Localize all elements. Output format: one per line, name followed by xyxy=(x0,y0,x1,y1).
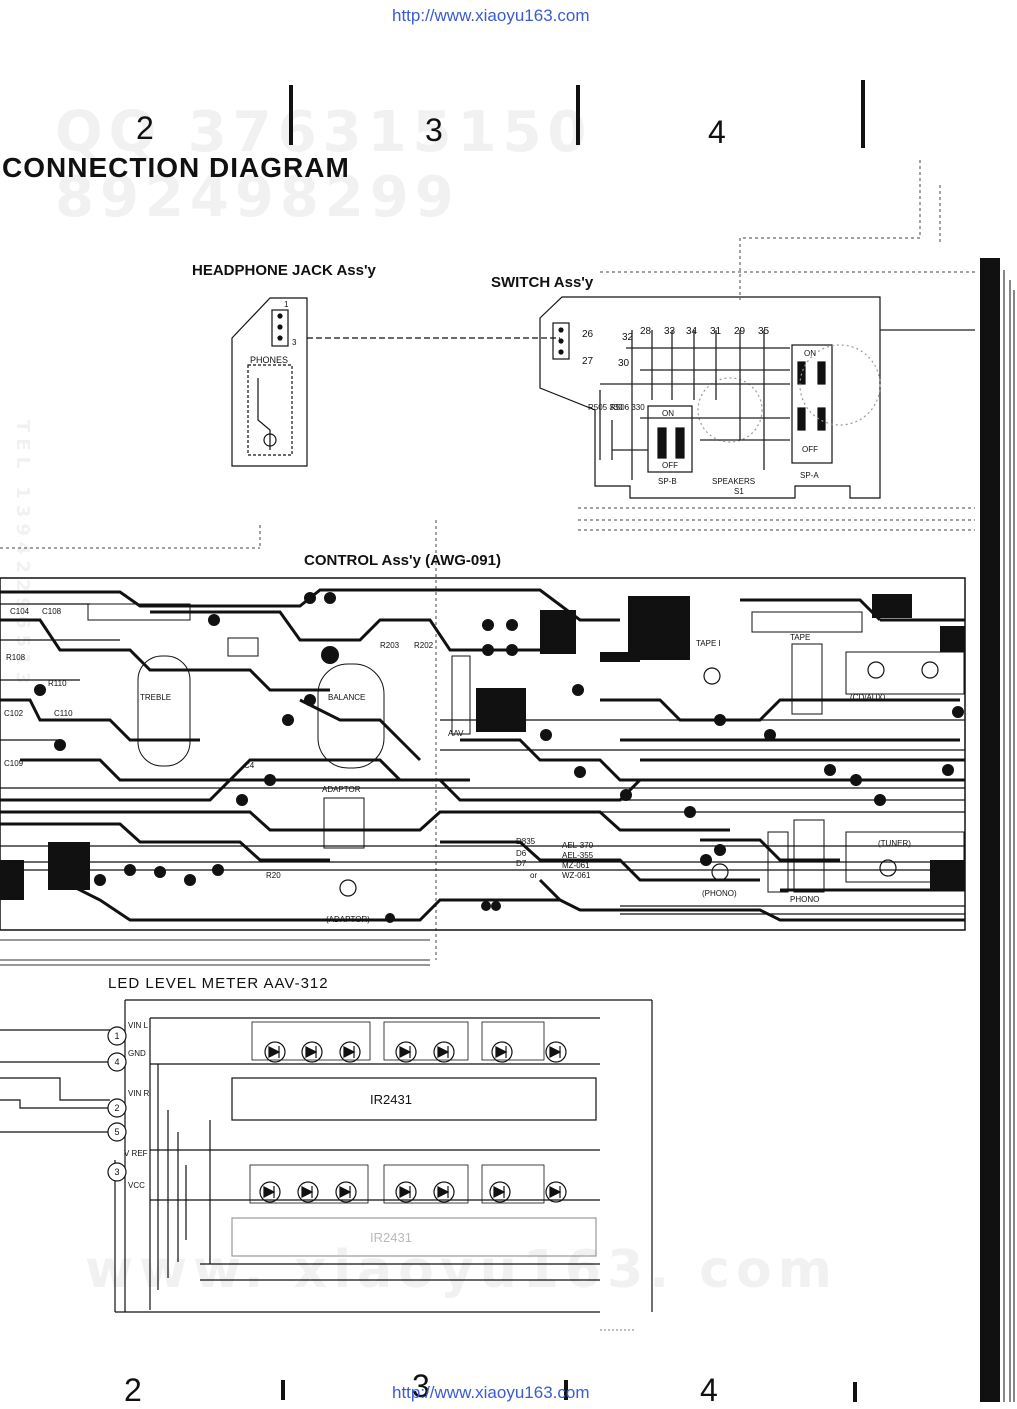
frame-dashed-lines xyxy=(0,160,975,960)
column-number-4-bottom: 4 xyxy=(700,1372,718,1408)
pin-5-name: V REF xyxy=(124,1149,148,1158)
source-url-bottom[interactable]: http://www.xiaoyu163.com xyxy=(392,1383,590,1402)
control-board xyxy=(0,577,966,931)
control-assy-title: CONTROL Ass'y (AWG-091) xyxy=(304,552,501,569)
svg-text:ON: ON xyxy=(662,409,674,418)
svg-text:D6: D6 xyxy=(516,849,527,858)
svg-text:R505 330: R505 330 xyxy=(588,403,623,412)
svg-text:R110: R110 xyxy=(48,679,67,688)
svg-text:TAPE I: TAPE I xyxy=(696,639,721,648)
headphone-pin-3: 3 xyxy=(292,338,297,347)
svg-text:(ADAPTOR): (ADAPTOR) xyxy=(326,915,370,924)
svg-text:33: 33 xyxy=(664,326,676,337)
column-number-4-top: 4 xyxy=(708,114,726,150)
led-row-top xyxy=(251,1021,567,1063)
svg-text:OFF: OFF xyxy=(662,461,678,470)
column-number-3-bottom: 3 xyxy=(412,1368,430,1404)
pin-3-number: 3 xyxy=(114,1167,119,1177)
svg-text:SP-B: SP-B xyxy=(658,477,677,486)
svg-text:R108: R108 xyxy=(6,653,26,662)
svg-text:R203: R203 xyxy=(380,641,400,650)
svg-text:MZ-061: MZ-061 xyxy=(562,861,590,870)
switch-board xyxy=(539,296,881,499)
pin-4-name: GND xyxy=(128,1049,146,1058)
svg-text:ON: ON xyxy=(804,349,816,358)
svg-text:D835: D835 xyxy=(516,837,536,846)
control-labels: TREBLE BALANCE ADAPTOR (ADAPTOR) TAPE TA… xyxy=(4,607,911,924)
svg-text:C109: C109 xyxy=(4,759,24,768)
svg-text:R506 330: R506 330 xyxy=(610,403,645,412)
svg-text:27: 27 xyxy=(582,356,594,367)
svg-text:or: or xyxy=(530,871,537,880)
svg-text:30: 30 xyxy=(618,358,630,369)
pin-3-name: VCC xyxy=(128,1181,145,1190)
svg-text:R20: R20 xyxy=(266,871,281,880)
headphone-jack-title: HEADPHONE JACK Ass'y xyxy=(192,262,376,279)
svg-text:AEL-370: AEL-370 xyxy=(562,841,594,850)
pin-5-number: 5 xyxy=(114,1127,119,1137)
svg-text:D7: D7 xyxy=(516,859,527,868)
svg-text:28: 28 xyxy=(640,326,652,337)
pin-1-name: VIN L xyxy=(128,1021,149,1030)
svg-text:WZ-061: WZ-061 xyxy=(562,871,591,880)
led-level-meter-board xyxy=(0,999,653,1331)
switch-assy-title: SWITCH Ass'y xyxy=(491,274,594,291)
pin-4-number: 4 xyxy=(114,1057,119,1067)
watermark-qq: QQ 376315150 892498299 xyxy=(55,100,593,230)
svg-text:R202: R202 xyxy=(414,641,434,650)
column-number-2-bottom: 2 xyxy=(124,1372,142,1408)
source-url-top[interactable]: http://www.xiaoyu163.com xyxy=(392,6,590,25)
headphone-jack-board xyxy=(231,297,560,467)
svg-text:34: 34 xyxy=(686,326,698,337)
pin-2-name: VIN R xyxy=(128,1089,150,1098)
column-number-2-top: 2 xyxy=(136,110,154,146)
svg-text:BALANCE: BALANCE xyxy=(328,693,365,702)
svg-text:26: 26 xyxy=(582,329,594,340)
svg-text:SPEAKERS: SPEAKERS xyxy=(712,477,755,486)
svg-text:S1: S1 xyxy=(734,487,744,496)
column-separators-bottom xyxy=(281,1380,857,1402)
svg-text:(PHONO): (PHONO) xyxy=(702,889,737,898)
led-meter-pins xyxy=(107,1026,127,1182)
watermark-tel: TEL 13942296513 xyxy=(12,420,33,691)
switch-labels: R505 330 R506 330 ON OFF SP-B SPEAKERS S… xyxy=(588,349,819,496)
svg-text:ADAPTOR: ADAPTOR xyxy=(322,785,361,794)
column-number-3-top: 3 xyxy=(425,112,443,148)
svg-text:(TUNER): (TUNER) xyxy=(878,839,911,848)
led-level-meter-title: LED LEVEL METER AAV-312 xyxy=(108,975,329,992)
svg-text:(CD/AUX): (CD/AUX) xyxy=(850,693,886,702)
svg-text:SP-A: SP-A xyxy=(800,471,819,480)
led-row-bottom xyxy=(249,1164,567,1204)
column-separators-top xyxy=(289,80,865,148)
ic-label-ir2431-faint: IR2431 xyxy=(370,1230,412,1245)
svg-text:TAPE: TAPE xyxy=(790,633,810,642)
svg-text:C104: C104 xyxy=(10,607,30,616)
page-title: CONNECTION DIAGRAM xyxy=(2,152,350,183)
headphone-pin-1: 1 xyxy=(284,300,289,309)
svg-text:C108: C108 xyxy=(42,607,62,616)
pin-1-number: 1 xyxy=(114,1031,119,1041)
svg-text:C4: C4 xyxy=(244,761,255,770)
phones-label: PHONES xyxy=(250,355,288,365)
svg-text:TREBLE: TREBLE xyxy=(140,693,171,702)
svg-text:C110: C110 xyxy=(54,709,73,718)
svg-text:32: 32 xyxy=(622,332,634,343)
pin-2-number: 2 xyxy=(114,1103,119,1113)
svg-text:PHONO: PHONO xyxy=(790,895,819,904)
svg-text:AAV: AAV xyxy=(448,729,464,738)
svg-text:C102: C102 xyxy=(4,709,24,718)
ic-label-ir2431: IR2431 xyxy=(370,1092,412,1107)
right-edge-band xyxy=(980,258,1000,1402)
svg-text:OFF: OFF xyxy=(802,445,818,454)
svg-text:AEL-355: AEL-355 xyxy=(562,851,594,860)
